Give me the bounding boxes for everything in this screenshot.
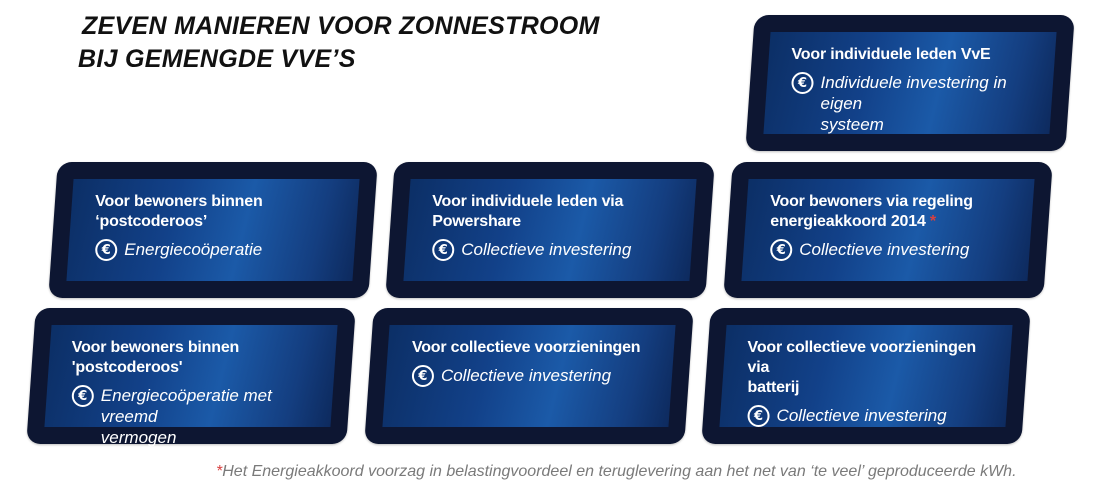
- card-investment: Collectieve investering: [440, 366, 612, 385]
- card-content: Voor individuele leden via Powershare € …: [432, 192, 684, 261]
- card-heading: Voor collectieve voorzieningen via batte…: [747, 339, 976, 396]
- card-investment-row: € Energiecoöperatie: [95, 239, 347, 261]
- euro-icon: €: [71, 385, 94, 407]
- euro-icon: €: [432, 239, 455, 261]
- card-investment: Collectieve investering: [799, 240, 970, 259]
- card-individuele-leden-vve: Voor individuele leden VvE € Individuele…: [745, 15, 1075, 151]
- card-heading-text: Voor bewoners via regeling energieakkoor…: [770, 193, 973, 230]
- card-postcoderoos: Voor bewoners binnen ‘postcoderoos’ € En…: [48, 162, 378, 298]
- card-content: Voor bewoners binnen ‘postcoderoos’ € En…: [95, 192, 347, 261]
- card-investment: Energiecoöperatie met vreemd vermogen: [100, 386, 272, 447]
- card-heading: Voor bewoners via regeling energieakkoor…: [770, 192, 1022, 232]
- title-line-2: BIJ GEMENGDE VVE’S: [78, 45, 356, 73]
- card-investment-row: € Energiecoöperatie met vreemd vermogen: [71, 385, 324, 448]
- card-heading: Voor bewoners binnen ‘postcoderoos’: [95, 193, 263, 230]
- euro-icon: €: [95, 239, 118, 261]
- card-investment-row: € Individuele investering in eigen syste…: [791, 72, 1044, 135]
- card-investment-row: € Collectieve investering: [770, 239, 1022, 261]
- card-heading: Voor collectieve voorzieningen: [411, 339, 641, 356]
- card-collectieve-voorzieningen-batterij: Voor collectieve voorzieningen via batte…: [701, 308, 1031, 444]
- card-investment-row: € Collectieve investering: [747, 405, 1000, 427]
- page-title: ZEVEN MANIEREN VOOR ZONNESTROOM BIJ GEME…: [78, 10, 600, 76]
- card-postcoderoos-vreemd-vermogen: Voor bewoners binnen 'postcoderoos' € En…: [26, 308, 356, 447]
- card-investment: Individuele investering in eigen systeem: [820, 73, 1007, 134]
- card-content: Voor bewoners binnen 'postcoderoos' € En…: [71, 338, 324, 448]
- card-investment: Collectieve investering: [461, 240, 632, 259]
- footnote-text: Het Energieakkoord voorzag in belastingv…: [222, 463, 1017, 480]
- card-content: Voor bewoners via regeling energieakkoor…: [770, 192, 1022, 261]
- card-energieakkoord: Voor bewoners via regeling energieakkoor…: [723, 162, 1053, 298]
- card-content: Voor collectieve voorzieningen via batte…: [747, 338, 1000, 427]
- euro-icon: €: [791, 72, 814, 94]
- euro-icon: €: [411, 365, 434, 387]
- card-heading: Voor bewoners binnen 'postcoderoos': [71, 339, 240, 376]
- card-content: Voor individuele leden VvE € Individuele…: [791, 45, 1044, 135]
- title-line-1: ZEVEN MANIEREN VOOR ZONNESTROOM: [82, 12, 600, 40]
- footnote-marker: *: [929, 213, 936, 230]
- footnote-star: *: [216, 463, 223, 480]
- card-collectieve-voorzieningen: Voor collectieve voorzieningen € Collect…: [364, 308, 694, 444]
- euro-icon: €: [770, 239, 793, 261]
- card-investment: Energiecoöperatie: [124, 240, 263, 259]
- card-powershare: Voor individuele leden via Powershare € …: [385, 162, 715, 298]
- card-investment-row: € Collectieve investering: [411, 365, 664, 387]
- card-heading: Voor individuele leden via Powershare: [432, 193, 624, 230]
- footnote: *Het Energieakkoord voorzag in belasting…: [216, 463, 1017, 481]
- card-investment-row: € Collectieve investering: [432, 239, 684, 261]
- card-investment: Collectieve investering: [776, 406, 947, 425]
- card-heading: Voor individuele leden VvE: [791, 46, 991, 63]
- card-content: Voor collectieve voorzieningen € Collect…: [411, 338, 664, 387]
- euro-icon: €: [747, 405, 770, 427]
